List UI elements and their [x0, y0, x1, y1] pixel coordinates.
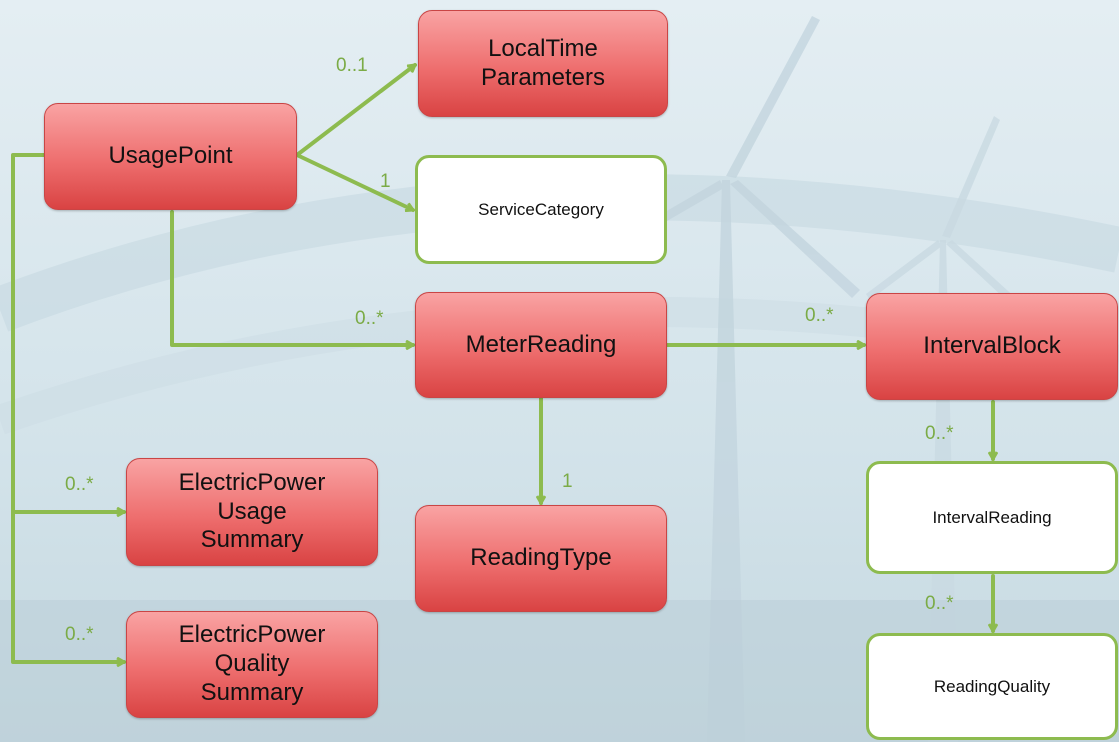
node-interval-block[interactable]: IntervalBlock	[866, 293, 1118, 400]
edge-usagepoint-meterreading	[170, 210, 415, 345]
node-label-line: ReadingQuality	[933, 676, 1051, 696]
multiplicity-label-servicecategory: 1	[380, 171, 391, 192]
multiplicity-label-usagesummary: 0..*	[65, 474, 94, 495]
multiplicity-label-meterreading: 0..*	[355, 308, 384, 329]
edge-usagepoint-servicecategory	[295, 153, 413, 210]
multiplicity-label-localtime: 0..1	[336, 55, 368, 76]
node-label-line: Usage	[217, 497, 287, 525]
node-label-line: Quality	[214, 650, 290, 678]
node-label-line: IntervalReading	[932, 507, 1052, 527]
node-local-time-parameters[interactable]: LocalTime Parameters	[418, 10, 668, 117]
node-label-line: Summary	[200, 526, 304, 554]
node-electric-power-quality-summary[interactable]: ElectricPower Quality Summary	[126, 611, 378, 718]
node-usage-point[interactable]: UsagePoint	[44, 103, 297, 210]
node-label-line: ReadingType	[470, 544, 612, 572]
node-electric-power-usage-summary[interactable]: ElectricPower Usage Summary	[126, 458, 378, 566]
edge-usagepoint-trunk	[11, 153, 126, 662]
node-reading-quality[interactable]: ReadingQuality	[866, 633, 1118, 740]
multiplicity-label-readingtype: 1	[562, 471, 573, 492]
node-label-line: ElectricPower	[178, 468, 326, 496]
multiplicity-label-qualitysummary: 0..*	[65, 624, 94, 645]
multiplicity-label-readingquality: 0..*	[925, 593, 954, 614]
node-reading-type[interactable]: ReadingType	[415, 505, 667, 612]
node-label-line: Summary	[200, 678, 304, 706]
node-label-line: LocalTime	[488, 34, 598, 62]
node-label-line: MeterReading	[465, 330, 617, 358]
node-meter-reading[interactable]: MeterReading	[415, 292, 667, 398]
multiplicity-label-intervalreading: 0..*	[925, 423, 954, 444]
node-label-line: ServiceCategory	[478, 199, 604, 219]
node-label-line: ElectricPower	[178, 621, 326, 649]
node-label-line: UsagePoint	[108, 142, 233, 170]
edge-usagepoint-localtime	[295, 63, 415, 157]
node-interval-reading[interactable]: IntervalReading	[866, 461, 1118, 574]
node-service-category[interactable]: ServiceCategory	[415, 155, 667, 264]
node-label-line: Parameters	[480, 63, 606, 91]
multiplicity-label-intervalblock: 0..*	[805, 305, 834, 326]
node-label-line: IntervalBlock	[923, 332, 1061, 360]
